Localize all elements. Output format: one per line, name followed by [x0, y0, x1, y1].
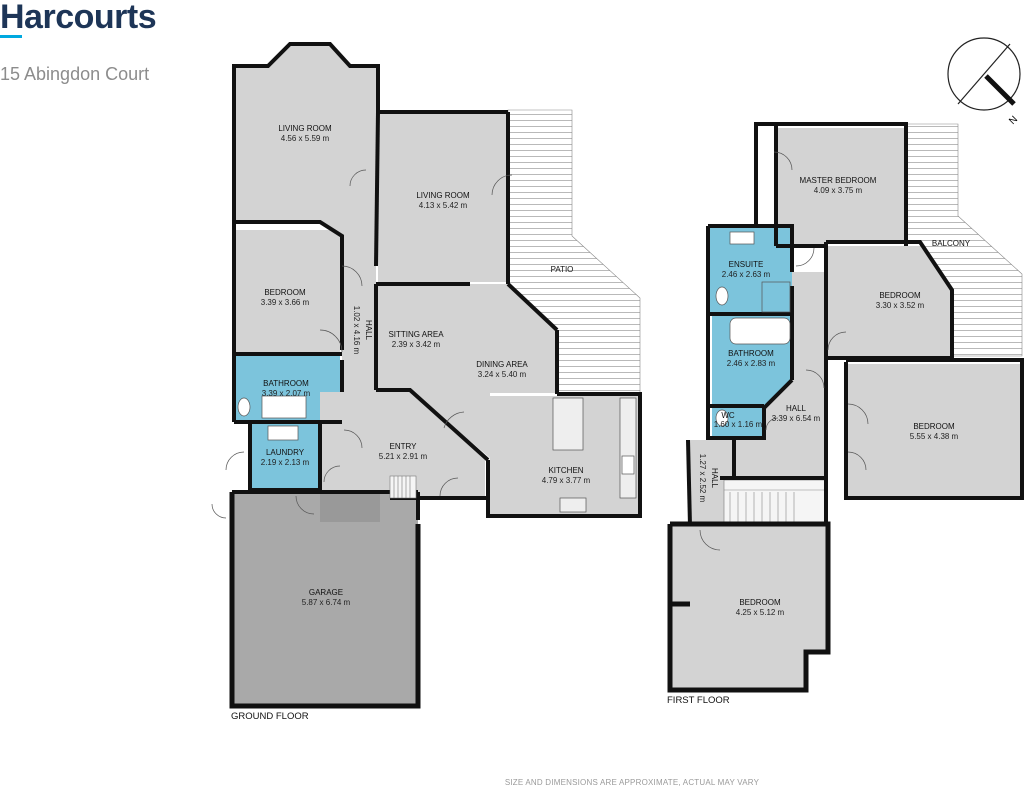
first-outer-walls — [667, 521, 831, 693]
bedroom-first-1-size: 3.30 x 3.52 m — [876, 301, 925, 310]
first-stair-treads — [724, 489, 826, 522]
bedroom-first-3-area — [672, 526, 826, 688]
bathtub — [729, 317, 791, 345]
brand-accent-bar — [0, 35, 22, 38]
bathroom-vanity — [261, 395, 307, 419]
sitting-area-size: 2.39 x 3.42 m — [392, 340, 441, 349]
ground-walls — [232, 42, 642, 520]
wc-size: 1.60 x 1.16 m — [714, 420, 763, 429]
living-room-1-name: LIVING ROOM — [278, 124, 332, 133]
ensuite-name: ENSUITE — [729, 260, 764, 269]
garage-step — [320, 494, 380, 522]
hall-ground-size: 1.02 x 4.16 m — [352, 306, 361, 355]
kitchen-bench — [619, 397, 637, 499]
living-room-1-size: 4.56 x 5.59 m — [281, 134, 330, 143]
hall-first-2-name: HALL — [710, 468, 719, 489]
bedroom-first-2-area — [848, 364, 1020, 498]
hall-first-2-size: 1.27 x 2.52 m — [698, 454, 707, 503]
living-room-2-name: LIVING ROOM — [416, 191, 470, 200]
ensuite-vanity — [729, 231, 755, 245]
hall-first-name: HALL — [786, 404, 807, 413]
garage-name: GARAGE — [309, 588, 343, 597]
master-bedroom-name: MASTER BEDROOM — [800, 176, 877, 185]
balcony-name: BALCONY — [932, 239, 971, 248]
master-bedroom-size: 4.09 x 3.75 m — [814, 186, 863, 195]
bathroom-toilet — [237, 397, 251, 417]
bedroom-first-2-size: 5.55 x 4.38 m — [910, 432, 959, 441]
garage-area — [234, 494, 418, 704]
brand-logo: Harcourts — [0, 0, 157, 36]
kitchen-sink — [621, 455, 635, 475]
first-floor-label: FIRST FLOOR — [667, 695, 730, 706]
bathroom-ground-size: 3.39 x 2.07 m — [262, 389, 311, 398]
first-floor-plan — [667, 122, 1024, 693]
bedroom-ground-name: BEDROOM — [264, 288, 306, 297]
ensuite-toilet — [715, 286, 729, 306]
laundry-size: 2.19 x 2.13 m — [261, 458, 310, 467]
living-room-2-size: 4.13 x 5.42 m — [419, 201, 468, 210]
kitchen-name: KITCHEN — [548, 466, 583, 475]
master-bedroom-area — [776, 128, 906, 244]
ground-stairs — [389, 475, 417, 499]
first-doors — [699, 151, 869, 551]
bedroom-first-2-name: BEDROOM — [913, 422, 955, 431]
bedroom-first-1-area — [826, 246, 952, 356]
first-stairs — [723, 479, 827, 523]
laundry-tub — [267, 425, 299, 441]
bedroom-ground-area — [234, 230, 340, 352]
garage-walls — [229, 492, 421, 709]
living-room-2-area — [378, 112, 508, 282]
dining-area-name: DINING AREA — [476, 360, 528, 369]
property-address: 15 Abingdon Court — [0, 64, 150, 84]
dining-area-size: 3.24 x 5.40 m — [478, 370, 527, 379]
kitchen-size: 4.79 x 3.77 m — [542, 476, 591, 485]
patio-name: PATIO — [551, 265, 574, 274]
entry-area — [320, 392, 485, 498]
compass: N — [947, 37, 1021, 127]
bedroom-ground-size: 3.39 x 3.66 m — [261, 298, 310, 307]
bedroom-first-1-name: BEDROOM — [879, 291, 921, 300]
ground-floor-plan — [211, 42, 642, 709]
sitting-area-name: SITTING AREA — [388, 330, 444, 339]
bathroom-first-size: 2.46 x 2.83 m — [727, 359, 776, 368]
hall-first-area — [734, 272, 826, 476]
ensuite-size: 2.46 x 2.63 m — [722, 270, 771, 279]
bathroom-first-name: BATHROOM — [728, 349, 774, 358]
hall-ground-name: HALL — [364, 320, 373, 341]
garage-size: 5.87 x 6.74 m — [302, 598, 351, 607]
first-walls — [686, 122, 1024, 527]
entry-name: ENTRY — [390, 442, 418, 451]
disclaimer-footer: SIZE AND DIMENSIONS ARE APPROXIMATE, ACT… — [504, 778, 760, 787]
bathroom-ground-name: BATHROOM — [263, 379, 309, 388]
living-room-1-area — [234, 44, 378, 266]
ground-doors — [211, 169, 513, 519]
kitchen-island — [552, 397, 584, 451]
wc-toilet — [715, 409, 729, 427]
bedroom-first-3-size: 4.25 x 5.12 m — [736, 608, 785, 617]
laundry-name: LAUNDRY — [266, 448, 305, 457]
kitchen-cooktop — [559, 497, 587, 513]
ensuite-shower — [761, 281, 791, 313]
dining-sitting-area — [378, 284, 557, 458]
entry-size: 5.21 x 2.91 m — [379, 452, 428, 461]
compass-north-label: N — [1007, 114, 1020, 127]
wc-name: WC — [721, 411, 735, 420]
room-labels: LIVING ROOM 4.56 x 5.59 m LIVING ROOM 4.… — [261, 124, 971, 617]
hall-first-size: 3.39 x 6.54 m — [772, 414, 821, 423]
ground-floor-label: GROUND FLOOR — [231, 711, 309, 722]
bedroom-first-3-name: BEDROOM — [739, 598, 781, 607]
